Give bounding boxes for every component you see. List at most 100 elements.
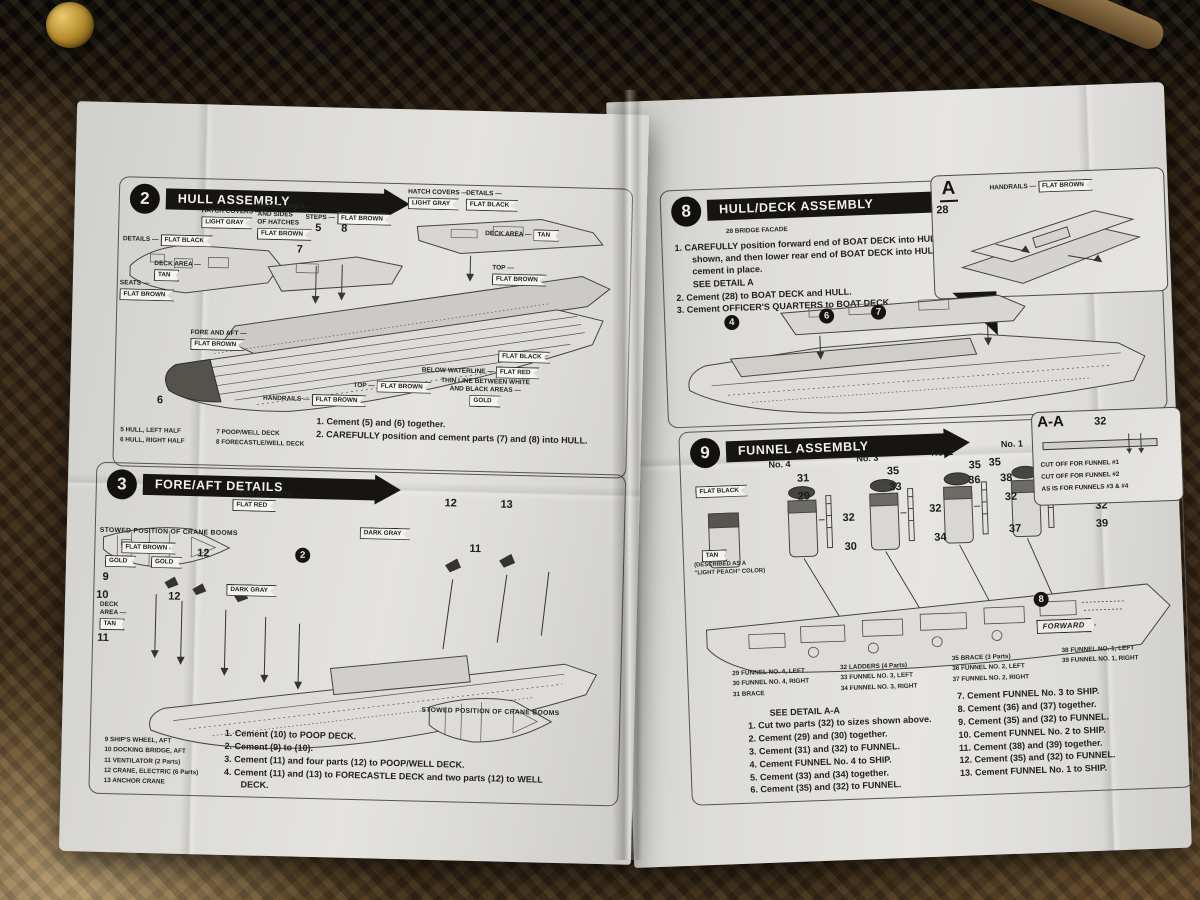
step3-instructions: 1. Cement (10) to POOP DECK. 2. Cement (… — [223, 727, 543, 790]
part-number-34: 34 — [934, 531, 947, 544]
callout-hatch-covers: HATCH COVERS —LIGHT GRAY — [201, 207, 262, 229]
part-number-39: 39 — [1095, 517, 1109, 530]
part-number-10: 10 — [96, 588, 109, 602]
parts-list: 9 SHIP'S WHEEL, AFT 10 DOCKING BRIDGE, A… — [103, 735, 199, 786]
callout-flat-brown: FLAT BROWN — [121, 541, 176, 554]
callout-details: DETAILS —FLAT BLACK — [123, 233, 213, 247]
paint-flag: FLAT BROWN — [121, 541, 176, 554]
detail-aa-title: A-A — [1036, 412, 1065, 431]
step-ref-4: 4 — [724, 314, 740, 331]
aa-note: CUT OFF FOR FUNNEL #2 — [1041, 470, 1120, 481]
callout-gold-2: GOLD — [151, 556, 182, 569]
part-number-6: 6 — [156, 394, 164, 407]
paint-flag: LIGHT GRAY — [201, 216, 253, 229]
callout-inside-vents: INSIDE ALL VENTS —FLAT RED — [232, 490, 300, 513]
part-number-38: 38 — [999, 471, 1013, 485]
paint-flag: FLAT BLACK — [695, 485, 748, 499]
paint-flag: FLAT BLACK — [466, 199, 519, 212]
part-note: 28 BRIDGE FACADE — [725, 225, 788, 236]
funnel-header-4: No. 4 — [768, 458, 791, 470]
parts-list-col2: 32 LADDERS (4 Parts) 33 FUNNEL NO. 3, LE… — [839, 661, 918, 692]
caption-stowed-cranes-bottom: STOWED POSITION OF CRANE BOOMS — [421, 706, 560, 718]
callout-seats: SEATS —FLAT BROWN — [119, 279, 174, 301]
page-left: 2 HULL ASSEMBLY — [58, 101, 650, 865]
callout-tan: TAN — [702, 549, 728, 562]
detail-aa-box: A-A 32 CUT OFF FOR FUNNEL #1 CUT OFF FOR… — [1030, 406, 1185, 507]
brass-knob — [46, 2, 94, 48]
paint-flag: DARK GRAY — [226, 584, 277, 597]
funnel-header-1: No. 1 — [1000, 438, 1024, 450]
parts-list: 7 POOP/WELL DECK 8 FORECASTLE/WELL DECK — [215, 428, 305, 449]
paint-flag: FLAT BROWN — [377, 381, 432, 394]
callout-top: TOP —FLAT BROWN — [492, 264, 547, 286]
paint-flag: FLAT RED — [232, 499, 276, 512]
paint-flag: LIGHT GRAY — [408, 197, 460, 210]
paint-flag: FLAT BROWN — [119, 288, 174, 301]
paint-flag: TAN — [533, 229, 559, 241]
paint-flag: FLAT BROWN — [190, 338, 245, 351]
part-number-35: 35 — [988, 456, 1002, 469]
rod-diagram — [1042, 433, 1158, 454]
part-number-7: 7 — [296, 243, 303, 256]
step8-instructions: 1. CAREFULLY position forward end of BOA… — [674, 232, 958, 316]
paint-flag: GOLD — [105, 555, 136, 568]
callout-handrails: HANDRAILS —FLAT BROWN — [989, 179, 1093, 195]
caption-stowed-cranes-top: STOWED POSITION OF CRANE BOOMS — [99, 526, 238, 538]
callout-fore-and-aft: FORE AND AFT —FLAT BROWN — [190, 329, 247, 351]
detail-a-letter: A — [939, 177, 958, 203]
paint-flag: GOLD — [469, 395, 500, 408]
callout-deck-area: DECK AREA —TAN — [485, 228, 559, 242]
paint-flag: FLAT BROWN — [257, 228, 312, 241]
panel-hull-deck-assembly: 8 HULL/DECK ASSEMBLY 28 BRIDGE FACADE 1.… — [659, 167, 1169, 429]
step2-instructions: 1. Cement (5) and (6) together. 2. CAREF… — [316, 416, 588, 446]
part-number-8: 8 — [341, 222, 348, 235]
step-ref-8: 8 — [1033, 591, 1049, 608]
parts-list-col3: 35 BRACE (3 Parts) 36 FUNNEL NO. 2, LEFT… — [951, 653, 1030, 683]
parts-list-col1: 29 FUNNEL NO. 4, LEFT 30 FUNNEL NO. 4, R… — [732, 667, 810, 698]
panel-fore-aft-details: 3 FORE/AFT DETAILS — [88, 461, 627, 807]
callout-flat-black: FLAT BLACK — [695, 485, 748, 499]
aa-note: AS IS FOR FUNNELS #3 & #4 — [1041, 482, 1129, 493]
paint-flag: FLAT BROWN — [492, 273, 547, 286]
light-peach-note: (DESCRIBED AS A “LIGHT PEACH” COLOR) — [694, 560, 766, 577]
callout-thin-line: THIN LINE BETWEEN WHITE AND BLACK AREAS … — [427, 377, 544, 409]
part-number-5: 5 — [315, 221, 322, 235]
part-number-13: 13 — [500, 498, 513, 511]
aa-note: CUT OFF FOR FUNNEL #1 — [1040, 458, 1120, 469]
detail-a-box: A HANDRAILS —FLAT BROWN 28 — [930, 167, 1169, 300]
paint-flag: FLAT BLACK — [160, 234, 213, 247]
step-ref-6: 6 — [818, 308, 835, 324]
paint-flag: FLAT BLACK — [498, 350, 551, 363]
step-number-badge: 2 — [129, 183, 161, 215]
part-number-32: 32 — [842, 511, 856, 525]
part-number-29: 29 — [797, 490, 811, 503]
part-number-35: 35 — [886, 464, 900, 478]
part-number-36: 36 — [968, 474, 981, 487]
part-number-30: 30 — [844, 540, 858, 554]
paint-flag: FLAT BROWN — [1038, 179, 1093, 193]
step-number-badge: 8 — [670, 196, 702, 228]
part-number-11: 11 — [469, 542, 482, 556]
step-number-badge: 3 — [106, 468, 138, 500]
part-number-35: 35 — [968, 458, 982, 472]
part-number-12: 12 — [444, 497, 457, 510]
part-number-31: 31 — [796, 472, 810, 485]
callout-details-2: DETAILS —FLAT BLACK — [466, 190, 519, 212]
part-number-12: 12 — [168, 590, 181, 603]
paint-flag: GOLD — [151, 556, 182, 569]
part-number-11: 11 — [96, 631, 109, 645]
callout-hatch-covers-2: HATCH COVERS —LIGHT GRAY — [408, 188, 468, 210]
callout-handrails: HANDRAILS —FLAT BROWN — [263, 393, 367, 407]
paint-flag: TAN — [702, 549, 728, 562]
paint-flag: FLAT BROWN — [311, 394, 366, 407]
section-banner: HULL/DECK ASSEMBLY — [706, 190, 958, 221]
callout-deck-area: DECK AREA —TAN — [99, 601, 126, 631]
part-number-32: 32 — [1004, 490, 1018, 504]
callout-dark-gray-1: DARK GRAY — [360, 527, 411, 540]
parts-list: 5 HULL, LEFT HALF 6 HULL, RIGHT HALF — [119, 426, 185, 446]
step9-instructions-7-13: 7. Cement FUNNEL No. 3 to SHIP. 8. Cemen… — [956, 685, 1116, 779]
callout-gold-1: GOLD — [105, 555, 136, 568]
callout-dark-gray-2: DARK GRAY — [226, 584, 277, 597]
page-right: 8 HULL/DECK ASSEMBLY 28 BRIDGE FACADE 1.… — [606, 82, 1194, 868]
